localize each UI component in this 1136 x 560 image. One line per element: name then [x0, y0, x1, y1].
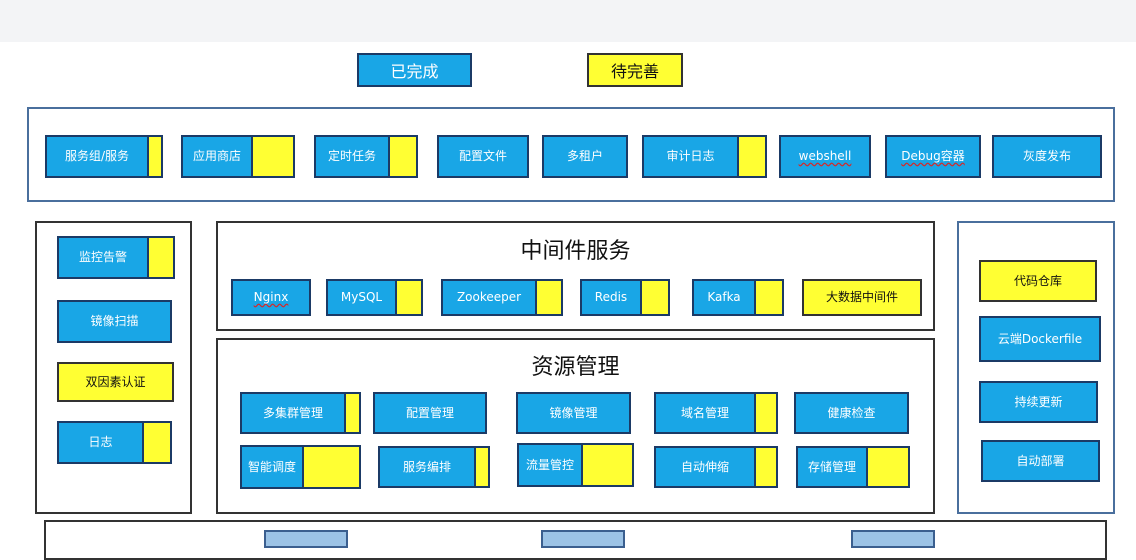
gray-release-label: 灰度发布: [1022, 149, 1071, 163]
mysql-box: MySQL: [326, 279, 423, 316]
image-scan-label: 镜像扫描: [90, 314, 139, 328]
todo-portion: [147, 137, 161, 176]
log-box: 日志: [57, 421, 172, 464]
redis-box: Redis: [580, 279, 670, 316]
todo-portion: [344, 394, 359, 432]
zookeeper-label: Zookeeper: [456, 290, 522, 304]
todo-portion: [251, 137, 293, 176]
monitor-alert-label: 监控告警: [78, 250, 127, 264]
legend-done: 已完成: [357, 53, 472, 87]
mysql-label: MySQL: [340, 290, 383, 304]
bottom-tab-storage: [541, 530, 625, 548]
continuous-update-label: 持续更新: [1014, 394, 1063, 409]
image-scan-box: 镜像扫描: [57, 300, 172, 343]
legend-done-label: 已完成: [390, 62, 439, 81]
service-orchestration-label: 服务编排: [402, 459, 451, 474]
resource-title: 资源管理: [531, 355, 620, 380]
service-group-label: 服务组/服务: [64, 149, 130, 163]
gray-release-box: 灰度发布: [992, 135, 1102, 178]
cloud-dockerfile-box: 云端Dockerfile: [979, 316, 1101, 362]
middleware-title: 中间件服务: [520, 239, 631, 264]
image-mgmt-box: 镜像管理: [516, 392, 631, 434]
bigdata-middleware-label: 大数据中间件: [825, 290, 898, 304]
bottom-tab-network: [851, 530, 935, 548]
monitor-alert-box: 监控告警: [57, 236, 175, 279]
auto-scaling-label: 自动伸缩: [680, 459, 729, 474]
cron-task-label: 定时任务: [327, 149, 376, 163]
multi-cluster-label: 多集群管理: [262, 405, 323, 420]
top-band: [0, 0, 1136, 42]
code-repo-box: 代码仓库: [979, 260, 1097, 302]
legend-todo: 待完善: [587, 53, 683, 87]
debug-container-box: Debug容器: [885, 135, 981, 178]
bottom-tab-compute: [264, 530, 348, 548]
traffic-control-label: 流量管控: [525, 457, 574, 472]
log-label: 日志: [88, 435, 113, 449]
audit-log-box: 审计日志: [642, 135, 767, 178]
app-store-box: 应用商店: [181, 135, 295, 178]
cron-task-box: 定时任务: [314, 135, 418, 178]
todo-portion: [395, 281, 421, 314]
kafka-box: Kafka: [692, 279, 784, 316]
storage-mgmt-box: 存储管理: [796, 446, 910, 488]
multi-tenant-box: 多租户: [542, 135, 628, 178]
multi-tenant-label: 多租户: [566, 149, 603, 163]
todo-portion: [535, 281, 561, 314]
todo-portion: [754, 281, 782, 314]
code-repo-label: 代码仓库: [1013, 273, 1062, 288]
health-check-box: 健康检查: [794, 392, 909, 434]
todo-portion: [640, 281, 668, 314]
todo-portion: [147, 238, 173, 277]
todo-portion: [581, 445, 632, 485]
bigdata-middleware-box: 大数据中间件: [802, 279, 922, 316]
smart-scheduling-label: 智能调度: [247, 459, 296, 474]
multi-cluster-box: 多集群管理: [240, 392, 361, 434]
audit-log-label: 审计日志: [666, 149, 715, 163]
health-check-label: 健康检查: [827, 405, 876, 420]
auto-deploy-label: 自动部署: [1016, 453, 1065, 468]
service-orchestration-box: 服务编排: [378, 446, 490, 488]
redis-label: Redis: [594, 290, 628, 304]
nginx-box: Nginx: [231, 279, 311, 316]
config-file-box: 配置文件: [437, 135, 529, 178]
todo-portion: [302, 447, 359, 487]
todo-portion: [737, 137, 765, 176]
todo-portion: [866, 448, 908, 486]
todo-portion: [754, 448, 776, 486]
todo-portion: [142, 423, 170, 462]
debug-container-label: Debug容器: [901, 149, 965, 163]
legend-todo-label: 待完善: [610, 62, 659, 81]
nginx-label: Nginx: [253, 290, 289, 304]
smart-scheduling-box: 智能调度: [240, 445, 361, 489]
webshell-box: webshell: [779, 135, 871, 178]
config-mgmt-box: 配置管理: [373, 392, 487, 434]
storage-mgmt-label: 存储管理: [807, 459, 856, 474]
traffic-control-box: 流量管控: [517, 443, 634, 487]
auto-deploy-box: 自动部署: [981, 440, 1100, 482]
config-file-label: 配置文件: [458, 149, 507, 163]
two-factor-auth-box: 双因素认证: [57, 362, 174, 402]
auto-scaling-box: 自动伸缩: [654, 446, 778, 488]
continuous-update-box: 持续更新: [979, 381, 1098, 423]
todo-portion: [474, 448, 488, 486]
domain-mgmt-label: 域名管理: [680, 405, 729, 420]
todo-portion: [388, 137, 416, 176]
service-group-box: 服务组/服务: [45, 135, 163, 178]
kafka-label: Kafka: [707, 290, 741, 304]
webshell-label: webshell: [798, 149, 852, 163]
todo-portion: [754, 394, 776, 432]
domain-mgmt-box: 域名管理: [654, 392, 778, 434]
config-mgmt-label: 配置管理: [405, 405, 454, 420]
cloud-dockerfile-label: 云端Dockerfile: [997, 331, 1083, 346]
two-factor-auth-label: 双因素认证: [85, 374, 146, 389]
app-store-label: 应用商店: [192, 149, 241, 163]
image-mgmt-label: 镜像管理: [549, 405, 598, 420]
zookeeper-box: Zookeeper: [441, 279, 563, 316]
